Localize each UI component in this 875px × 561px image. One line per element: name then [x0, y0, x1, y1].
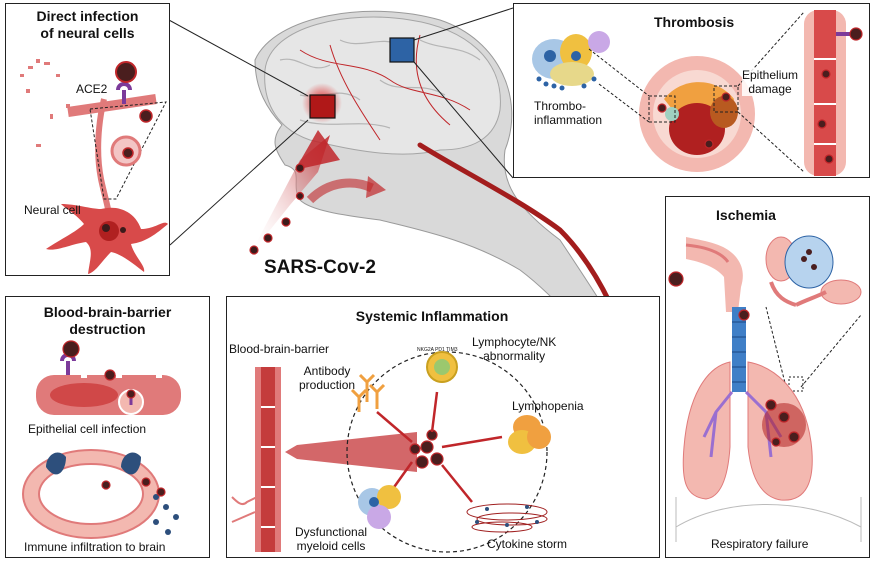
receptor-labels: NKG2A PD1 TIM3: [417, 347, 458, 353]
thrombo-inflammation-label: Thrombo- inflammation: [534, 99, 603, 127]
ace2-label: ACE2: [76, 82, 108, 96]
lymphopenia-label: Lymphopenia: [512, 399, 584, 413]
panel-title: Systemic Inflammation: [355, 308, 509, 324]
cytokine-storm-label: Cytokine storm: [487, 537, 568, 551]
virus-particles-center: [249, 163, 305, 255]
panel-title: Blood-brain-barrier destruction: [43, 304, 172, 337]
panel-ischemia: Ischemia Respiratory failure: [665, 196, 870, 558]
panel-thrombosis: Thrombosis: [513, 3, 870, 178]
lymphocyte-nk-label: Lymphocyte/NK abnormality: [472, 335, 557, 363]
thrombosis-illustration: [532, 10, 863, 176]
panel-systemic-inflammation: Systemic Inflammation: [226, 296, 660, 558]
myeloid-label: Dysfunctional myeloid cells: [295, 525, 368, 553]
panel-bbb-destruction: Blood-brain-barrier destruction Epitheli…: [5, 296, 210, 558]
bbb-illustration: [22, 340, 181, 539]
lungs-illustration: [668, 235, 862, 542]
epithelial-infection-label: Epithelial cell infection: [28, 422, 147, 436]
brain-zoom-box-left: [309, 94, 336, 119]
bbb-label: Blood-brain-barrier: [229, 342, 330, 356]
panel-direct-infection: Direct infection of neural cells ACE2 Ne…: [5, 3, 170, 276]
antibody-production-label: Antibody production: [299, 364, 356, 392]
brain-zoom-box-right: [389, 37, 415, 63]
neural-cell-illustration: [20, 59, 168, 274]
panel-title: Ischemia: [716, 207, 776, 223]
panel-title: Direct infection of neural cells: [36, 8, 139, 41]
panel-title: Thrombosis: [654, 14, 735, 30]
neural-cell-label: Neural cell: [24, 203, 81, 217]
epithelium-damage-label: Epithelium damage: [742, 68, 799, 96]
immune-infiltration-label: Immune infiltration to brain: [24, 540, 166, 554]
virus-label: SARS-Cov-2: [264, 257, 376, 278]
respiratory-failure-label: Respiratory failure: [711, 537, 809, 551]
systemic-illustration: [231, 351, 551, 553]
